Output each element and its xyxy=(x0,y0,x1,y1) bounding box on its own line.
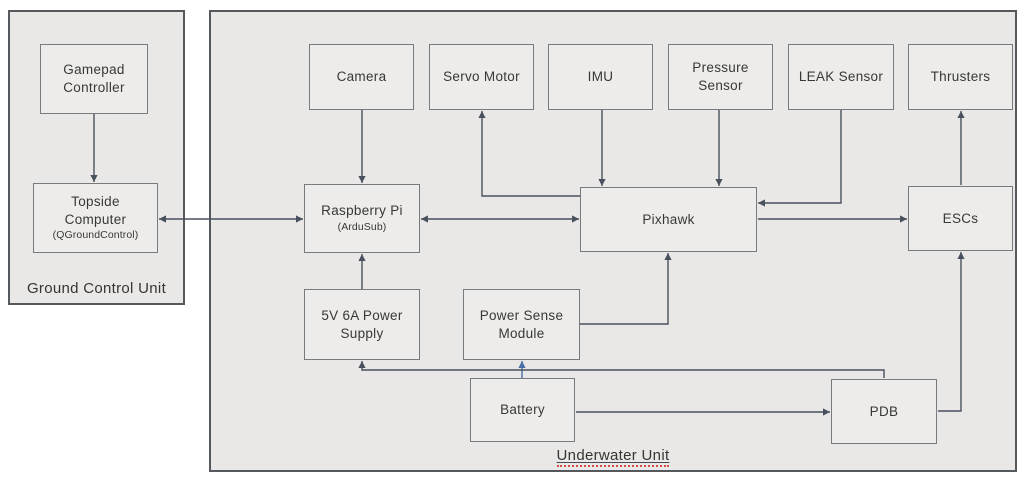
ground-control-unit-label: Ground Control Unit xyxy=(26,280,167,297)
raspberry-pi-sublabel: (ArduSub) xyxy=(337,220,387,233)
power-sense-module-label: Power Sense Module xyxy=(479,307,564,341)
topside-computer-sublabel: (QGroundControl) xyxy=(52,229,139,242)
gamepad-controller-label: Gamepad Controller xyxy=(63,62,125,95)
camera-node: Camera xyxy=(309,44,414,110)
battery-label: Battery xyxy=(500,402,545,418)
escs-node: ESCs xyxy=(908,186,1013,251)
raspberry-pi-node: Raspberry Pi (ArduSub) xyxy=(304,184,420,253)
servo-motor-label: Servo Motor xyxy=(443,69,520,85)
pdb-label: PDB xyxy=(869,403,899,419)
thrusters-node: Thrusters xyxy=(908,44,1013,110)
imu-label: IMU xyxy=(587,69,614,85)
escs-label: ESCs xyxy=(942,210,979,226)
underwater-unit-label-text: Underwater Unit xyxy=(556,447,670,467)
pdb-node: PDB xyxy=(831,379,937,444)
pixhawk-node: Pixhawk xyxy=(580,187,757,252)
power-supply-node: 5V 6A Power Supply xyxy=(304,289,420,360)
thrusters-label: Thrusters xyxy=(930,69,991,85)
power-sense-module-node: Power Sense Module xyxy=(463,289,580,360)
servo-motor-node: Servo Motor xyxy=(429,44,534,110)
battery-node: Battery xyxy=(470,378,575,442)
power-supply-label: 5V 6A Power Supply xyxy=(321,307,403,341)
raspberry-pi-label: Raspberry Pi xyxy=(321,203,403,219)
camera-label: Camera xyxy=(336,69,387,85)
underwater-unit-label: Underwater Unit xyxy=(211,447,1015,467)
topside-computer-node: Topside Computer (QGroundControl) xyxy=(33,183,158,253)
leak-sensor-label: LEAK Sensor xyxy=(798,69,884,85)
pressure-sensor-node: Pressure Sensor xyxy=(668,44,773,110)
pixhawk-label: Pixhawk xyxy=(642,211,695,227)
topside-computer-label: Topside Computer xyxy=(64,194,127,227)
gamepad-controller-node: Gamepad Controller xyxy=(40,44,148,114)
imu-node: IMU xyxy=(548,44,653,110)
pressure-sensor-label: Pressure Sensor xyxy=(692,60,749,93)
leak-sensor-node: LEAK Sensor xyxy=(788,44,894,110)
